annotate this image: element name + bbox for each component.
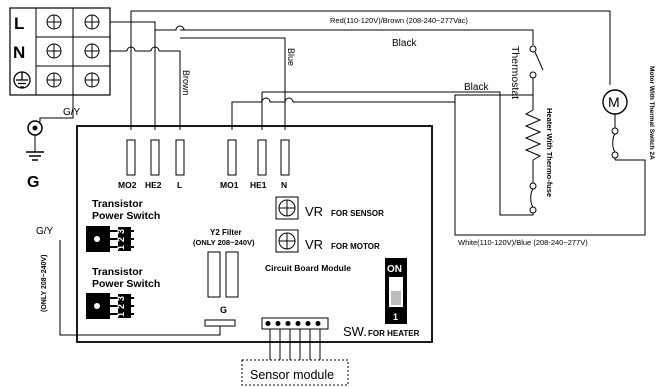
vr-sensor-suffix: FOR SENSOR	[331, 209, 384, 218]
terminal-screw-icon	[46, 43, 62, 59]
vr-sensor-label: VR	[305, 204, 323, 219]
y2-filter-capacitors	[207, 251, 239, 298]
sw-label: SW.	[343, 324, 367, 339]
board-pin-connectors	[126, 139, 290, 176]
y2-filter-label: Y2 Filter	[210, 228, 242, 237]
y2-filter-sublabel: (ONLY 208~240V)	[193, 238, 255, 247]
transistor-2-pin-2: 2	[116, 304, 126, 309]
vr-sensor-potentiometer-icon	[275, 196, 299, 220]
board-g-terminal	[204, 319, 236, 327]
vr-motor-label: VR	[305, 237, 323, 252]
transistor-2-label-line1: Transistor	[92, 266, 143, 278]
terminal-l-label: L	[14, 14, 24, 33]
pin-label-l: L	[177, 180, 182, 190]
pin-label-he2: HE2	[145, 180, 162, 190]
terminal-block: L N	[9, 7, 111, 96]
sensor-module-box	[241, 359, 349, 386]
transistor-2-label-line2: Power Switch	[92, 278, 160, 290]
terminal-screw-icon	[84, 43, 100, 59]
terminal-screw-icon	[84, 14, 100, 30]
heater-label: Heater With Thermo-fuse	[545, 108, 554, 197]
dip-switch-one-label: 1	[393, 312, 398, 322]
wire-label-brown: Brown	[181, 70, 191, 96]
transistor-1-pin-3: 3	[116, 229, 126, 234]
transistor-1-label-line1: Transistor	[92, 198, 143, 210]
motor-symbol: M	[608, 94, 620, 110]
sensor-module-label: Sensor module	[250, 368, 334, 382]
dip-switch-on-label: ON	[387, 264, 402, 275]
vr-motor-potentiometer-icon	[275, 229, 299, 253]
wire-label-black-mid: Black	[464, 82, 489, 93]
wire-label-only-208-240: (ONLY 208~240V)	[41, 255, 48, 312]
pin-label-mo1: MO1	[220, 180, 239, 190]
ground-label: G	[27, 174, 39, 191]
transistor-2-pin-3: 3	[116, 296, 126, 301]
wires	[26, 10, 646, 336]
wire-label-red-brown: Red(110-120V)/Brown (208-240~277Vac)	[330, 16, 468, 25]
wire-label-gy-left: G/Y	[36, 226, 54, 237]
ground-symbol-icon	[13, 71, 31, 89]
wire-label-blue: Blue	[286, 48, 296, 66]
pin-label-he1: HE1	[250, 180, 267, 190]
terminal-n-label: N	[13, 43, 25, 62]
wire-label-white-blue: White(110-120V)/Blue (208-240~277V)	[458, 238, 588, 247]
circuit-board-module-label: Circuit Board Module	[265, 263, 351, 273]
sw-suffix: FOR HEATER	[368, 329, 420, 338]
wire-label-black-top: Black	[392, 38, 417, 49]
motor-label: Motor With Thermal Switch 2A	[648, 66, 655, 160]
vr-motor-suffix: FOR MOTOR	[331, 242, 380, 251]
circuit-board	[76, 125, 433, 343]
transistor-1-icon	[86, 226, 134, 252]
terminal-screw-icon	[46, 72, 62, 88]
transistor-2-icon	[86, 293, 134, 319]
transistor-1-pin-1: 1	[116, 245, 126, 250]
transistor-1-pin-2: 2	[116, 237, 126, 242]
dip-switch	[385, 258, 407, 324]
terminal-screw-icon	[84, 72, 100, 88]
pin-label-mo2: MO2	[118, 180, 137, 190]
terminal-screw-icon	[46, 14, 62, 30]
pin-label-n: N	[281, 180, 287, 190]
board-g-label: G	[220, 305, 227, 315]
transistor-1-label-line2: Power Switch	[92, 210, 160, 222]
thermostat-label: Thermostat	[509, 46, 521, 99]
transistor-2-pin-1: 1	[116, 312, 126, 317]
wire-label-gy-top: G/Y	[63, 107, 81, 118]
